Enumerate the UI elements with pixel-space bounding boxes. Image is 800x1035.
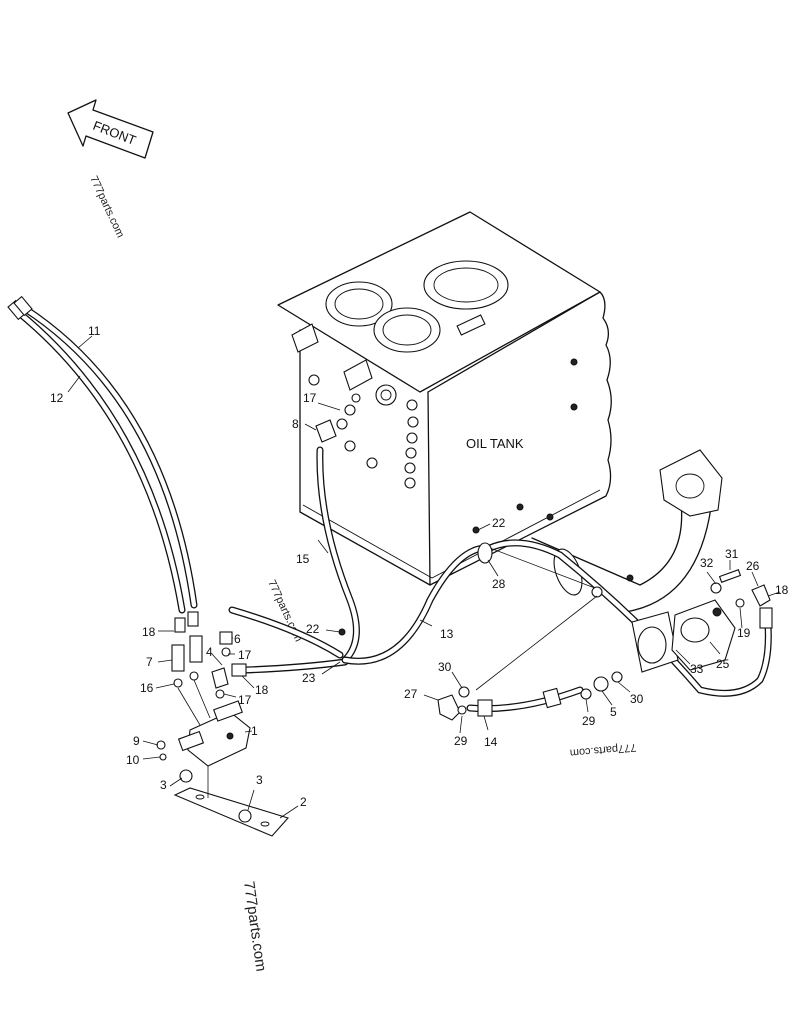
elbow-fitting-27 [437,686,470,721]
callout-17-valve-lower: 17 [238,693,252,707]
oil-tank: OIL TANK [277,211,634,586]
mounting-bracket [156,740,289,837]
front-arrow-icon: FRONT [67,99,154,159]
hose-13 [341,539,772,697]
front-label: FRONT [91,118,138,148]
callout-8: 8 [292,417,299,431]
watermark-right: 777parts.com [569,741,636,759]
hose-pair-11-12 [7,295,198,614]
callout-29-right: 29 [582,714,596,728]
hose-upper-return [228,606,349,674]
callout-4: 4 [206,645,213,659]
hose-clamp-28 [477,542,493,564]
callout-11: 11 [88,324,101,338]
callout-18: 18 [142,625,156,639]
tank-label: OIL TANK [466,436,524,451]
callout-10: 10 [126,753,140,767]
callout-6: 6 [234,632,241,646]
leader-lines [67,335,781,819]
callout-3-right: 3 [256,773,263,787]
callout-16: 16 [140,681,154,695]
callout-5: 5 [610,705,617,719]
callout-2: 2 [300,795,307,809]
callout-13: 13 [440,627,454,641]
callout-17-tank: 17 [303,391,317,405]
callout-7: 7 [146,655,153,669]
callout-22-lower: 22 [306,622,320,636]
callout-18-valve: 18 [255,683,269,697]
callout-30-right: 30 [630,692,644,706]
callout-32: 32 [700,556,714,570]
callout-17-valve-upper: 17 [238,648,252,662]
callout-31: 31 [725,547,739,561]
bolt-22-upper [472,526,480,534]
callout-numbers: 11 12 18 7 16 9 10 3 3 2 1 6 4 17 17 18 … [50,324,789,809]
callout-3-left: 3 [160,778,167,792]
callout-14: 14 [484,735,498,749]
pump-fittings [580,569,773,700]
callout-28: 28 [492,577,506,591]
callout-19: 19 [737,626,751,640]
watermark-top-left: 777parts.com [87,174,126,239]
callout-23: 23 [302,671,316,685]
callout-18-pump: 18 [775,583,789,597]
callout-1: 1 [251,724,258,738]
callout-29-left: 29 [454,734,468,748]
hose-14 [466,547,603,717]
callout-27: 27 [404,687,418,701]
watermark-bottom: 777parts.com [240,880,269,972]
callout-30-left: 30 [438,660,452,674]
suction-pipe [531,449,723,613]
callout-25: 25 [716,657,730,671]
valve-block [171,611,251,767]
hose-15 [316,446,360,664]
callout-9: 9 [133,734,140,748]
callout-33: 33 [690,662,704,676]
callout-22-upper: 22 [492,516,506,530]
callout-26: 26 [746,559,760,573]
callout-15: 15 [296,552,310,566]
callout-12: 12 [50,391,64,405]
tank-side-fittings [315,393,361,443]
